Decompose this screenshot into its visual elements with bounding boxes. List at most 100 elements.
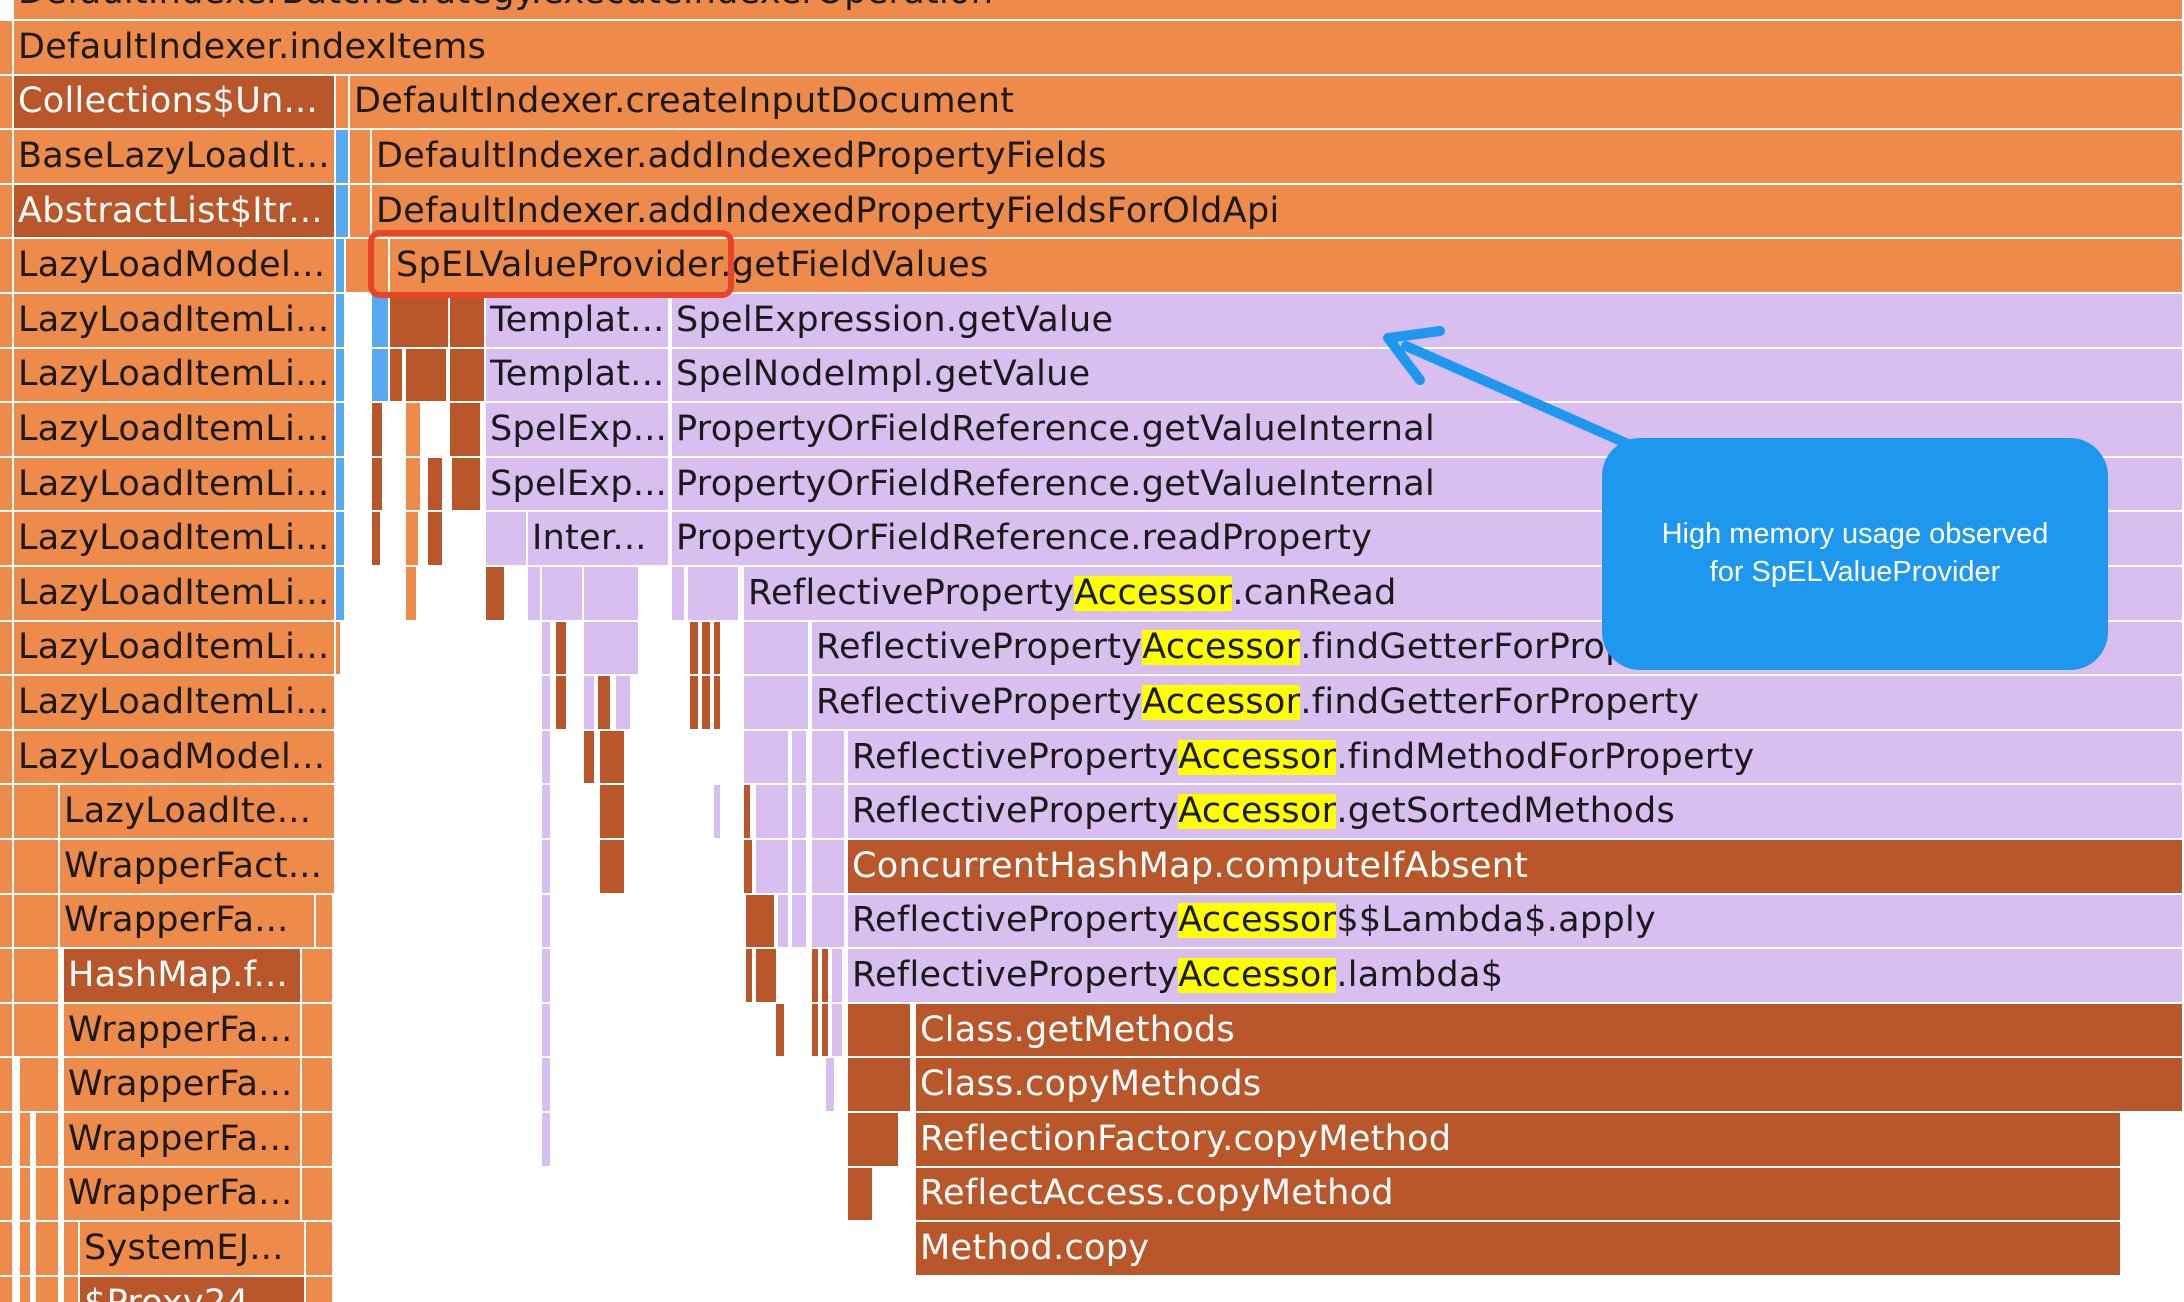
stack-frame-narrow[interactable] bbox=[406, 567, 418, 622]
stack-frame-narrow[interactable] bbox=[428, 512, 444, 567]
stack-frame[interactable]: SystemEJ... bbox=[80, 1222, 306, 1277]
stack-frame[interactable]: ConcurrentHashMap.computeIfAbsent bbox=[848, 840, 2184, 895]
stack-frame[interactable]: DefaultIndexer.addIndexedPropertyFields bbox=[372, 130, 2184, 185]
stack-frame-narrow[interactable] bbox=[0, 75, 14, 131]
stack-frame-narrow[interactable] bbox=[14, 894, 60, 950]
stack-frame-narrow[interactable] bbox=[36, 1113, 60, 1168]
stack-frame-narrow[interactable] bbox=[406, 403, 422, 458]
stack-frame-narrow[interactable] bbox=[744, 730, 790, 786]
stack-frame[interactable]: LazyLoadItemLi... bbox=[14, 348, 336, 404]
stack-frame-narrow[interactable] bbox=[0, 1276, 14, 1302]
stack-frame-narrow[interactable] bbox=[0, 785, 14, 840]
stack-frame-narrow[interactable] bbox=[822, 949, 830, 1004]
stack-frame-narrow[interactable] bbox=[542, 785, 552, 840]
stack-frame-narrow[interactable] bbox=[302, 949, 334, 1004]
stack-frame-narrow[interactable] bbox=[336, 184, 350, 240]
stack-frame[interactable]: Inter... bbox=[528, 512, 670, 567]
stack-frame-narrow[interactable] bbox=[372, 403, 384, 458]
stack-frame[interactable]: LazyLoadItemLi... bbox=[14, 457, 336, 513]
stack-frame-narrow[interactable] bbox=[832, 949, 844, 1004]
stack-frame-narrow[interactable] bbox=[64, 1276, 80, 1302]
stack-frame-narrow[interactable] bbox=[756, 785, 790, 840]
stack-frame-narrow[interactable] bbox=[672, 567, 686, 622]
stack-frame-narrow[interactable] bbox=[14, 949, 60, 1004]
stack-frame-narrow[interactable] bbox=[584, 567, 640, 622]
stack-frame-narrow[interactable] bbox=[542, 730, 552, 786]
stack-frame-narrow[interactable] bbox=[792, 730, 808, 786]
stack-frame[interactable]: Collections$Un... bbox=[14, 75, 336, 131]
stack-frame[interactable]: Templat... bbox=[486, 294, 670, 349]
stack-frame-narrow[interactable] bbox=[336, 457, 346, 513]
stack-frame-narrow[interactable] bbox=[14, 1003, 60, 1059]
stack-frame-narrow[interactable] bbox=[0, 130, 14, 185]
stack-frame[interactable]: SpelExp... bbox=[486, 457, 670, 513]
stack-frame-narrow[interactable] bbox=[372, 512, 382, 567]
stack-frame-narrow[interactable] bbox=[848, 1058, 912, 1113]
stack-frame[interactable]: LazyLoadItemLi... bbox=[14, 676, 336, 731]
stack-frame-narrow[interactable] bbox=[350, 184, 372, 240]
stack-frame-narrow[interactable] bbox=[36, 1222, 60, 1277]
stack-frame-narrow[interactable] bbox=[20, 1167, 32, 1223]
stack-frame[interactable]: LazyLoadModel... bbox=[14, 239, 336, 294]
stack-frame-narrow[interactable] bbox=[302, 1058, 334, 1113]
stack-frame-narrow[interactable] bbox=[778, 894, 790, 950]
stack-frame-narrow[interactable] bbox=[848, 1003, 912, 1059]
stack-frame-narrow[interactable] bbox=[20, 1276, 32, 1302]
stack-frame-narrow[interactable] bbox=[542, 1003, 552, 1059]
stack-frame-narrow[interactable] bbox=[756, 949, 778, 1004]
stack-frame-narrow[interactable] bbox=[336, 294, 346, 349]
stack-frame-narrow[interactable] bbox=[584, 730, 596, 786]
stack-frame-narrow[interactable] bbox=[350, 130, 372, 185]
stack-frame-narrow[interactable] bbox=[0, 294, 14, 349]
stack-frame-narrow[interactable] bbox=[744, 621, 810, 677]
stack-frame-narrow[interactable] bbox=[812, 894, 846, 950]
stack-frame-narrow[interactable] bbox=[302, 1167, 334, 1223]
stack-frame-narrow[interactable] bbox=[744, 785, 752, 840]
stack-frame-narrow[interactable] bbox=[702, 676, 712, 731]
stack-frame-narrow[interactable] bbox=[690, 676, 700, 731]
stack-frame-narrow[interactable] bbox=[826, 1058, 836, 1113]
stack-frame-narrow[interactable] bbox=[406, 348, 448, 404]
stack-frame-narrow[interactable] bbox=[812, 1003, 820, 1059]
stack-frame-narrow[interactable] bbox=[20, 1113, 32, 1168]
stack-frame-narrow[interactable] bbox=[714, 785, 722, 840]
stack-frame[interactable]: Class.getMethods bbox=[916, 1003, 2184, 1059]
stack-frame-narrow[interactable] bbox=[792, 840, 808, 895]
stack-frame-narrow[interactable] bbox=[450, 294, 486, 349]
stack-frame-narrow[interactable] bbox=[688, 567, 740, 622]
stack-frame-narrow[interactable] bbox=[0, 1167, 14, 1223]
stack-frame-narrow[interactable] bbox=[702, 621, 712, 677]
stack-frame-narrow[interactable] bbox=[776, 1003, 786, 1059]
stack-frame-narrow[interactable] bbox=[428, 457, 444, 513]
stack-frame-narrow[interactable] bbox=[0, 457, 14, 513]
stack-frame-narrow[interactable] bbox=[0, 1058, 14, 1113]
stack-frame-narrow[interactable] bbox=[0, 730, 14, 786]
stack-frame-narrow[interactable] bbox=[390, 348, 404, 404]
stack-frame-narrow[interactable] bbox=[0, 403, 14, 458]
stack-frame-narrow[interactable] bbox=[302, 1113, 334, 1168]
stack-frame[interactable]: LazyLoadIte... bbox=[60, 785, 336, 840]
stack-frame-narrow[interactable] bbox=[746, 894, 776, 950]
stack-frame[interactable]: LazyLoadModel... bbox=[14, 730, 336, 786]
stack-frame-narrow[interactable] bbox=[792, 785, 808, 840]
stack-frame[interactable]: LazyLoadItemLi... bbox=[14, 403, 336, 458]
stack-frame-narrow[interactable] bbox=[14, 785, 60, 840]
stack-frame-narrow[interactable] bbox=[0, 676, 14, 731]
stack-frame-narrow[interactable] bbox=[450, 403, 482, 458]
stack-frame-narrow[interactable] bbox=[20, 1222, 32, 1277]
stack-frame-narrow[interactable] bbox=[542, 949, 552, 1004]
stack-frame-narrow[interactable] bbox=[600, 785, 626, 840]
stack-frame-narrow[interactable] bbox=[486, 567, 506, 622]
stack-frame-narrow[interactable] bbox=[714, 621, 722, 677]
stack-frame-narrow[interactable] bbox=[0, 840, 14, 895]
stack-frame-narrow[interactable] bbox=[306, 1222, 334, 1277]
stack-frame-narrow[interactable] bbox=[20, 1058, 60, 1113]
stack-frame-narrow[interactable] bbox=[0, 567, 14, 622]
stack-frame-narrow[interactable] bbox=[390, 294, 450, 349]
stack-frame-narrow[interactable] bbox=[316, 894, 334, 950]
stack-frame-narrow[interactable] bbox=[690, 621, 700, 677]
stack-frame-narrow[interactable] bbox=[744, 840, 754, 895]
stack-frame-narrow[interactable] bbox=[0, 512, 14, 567]
